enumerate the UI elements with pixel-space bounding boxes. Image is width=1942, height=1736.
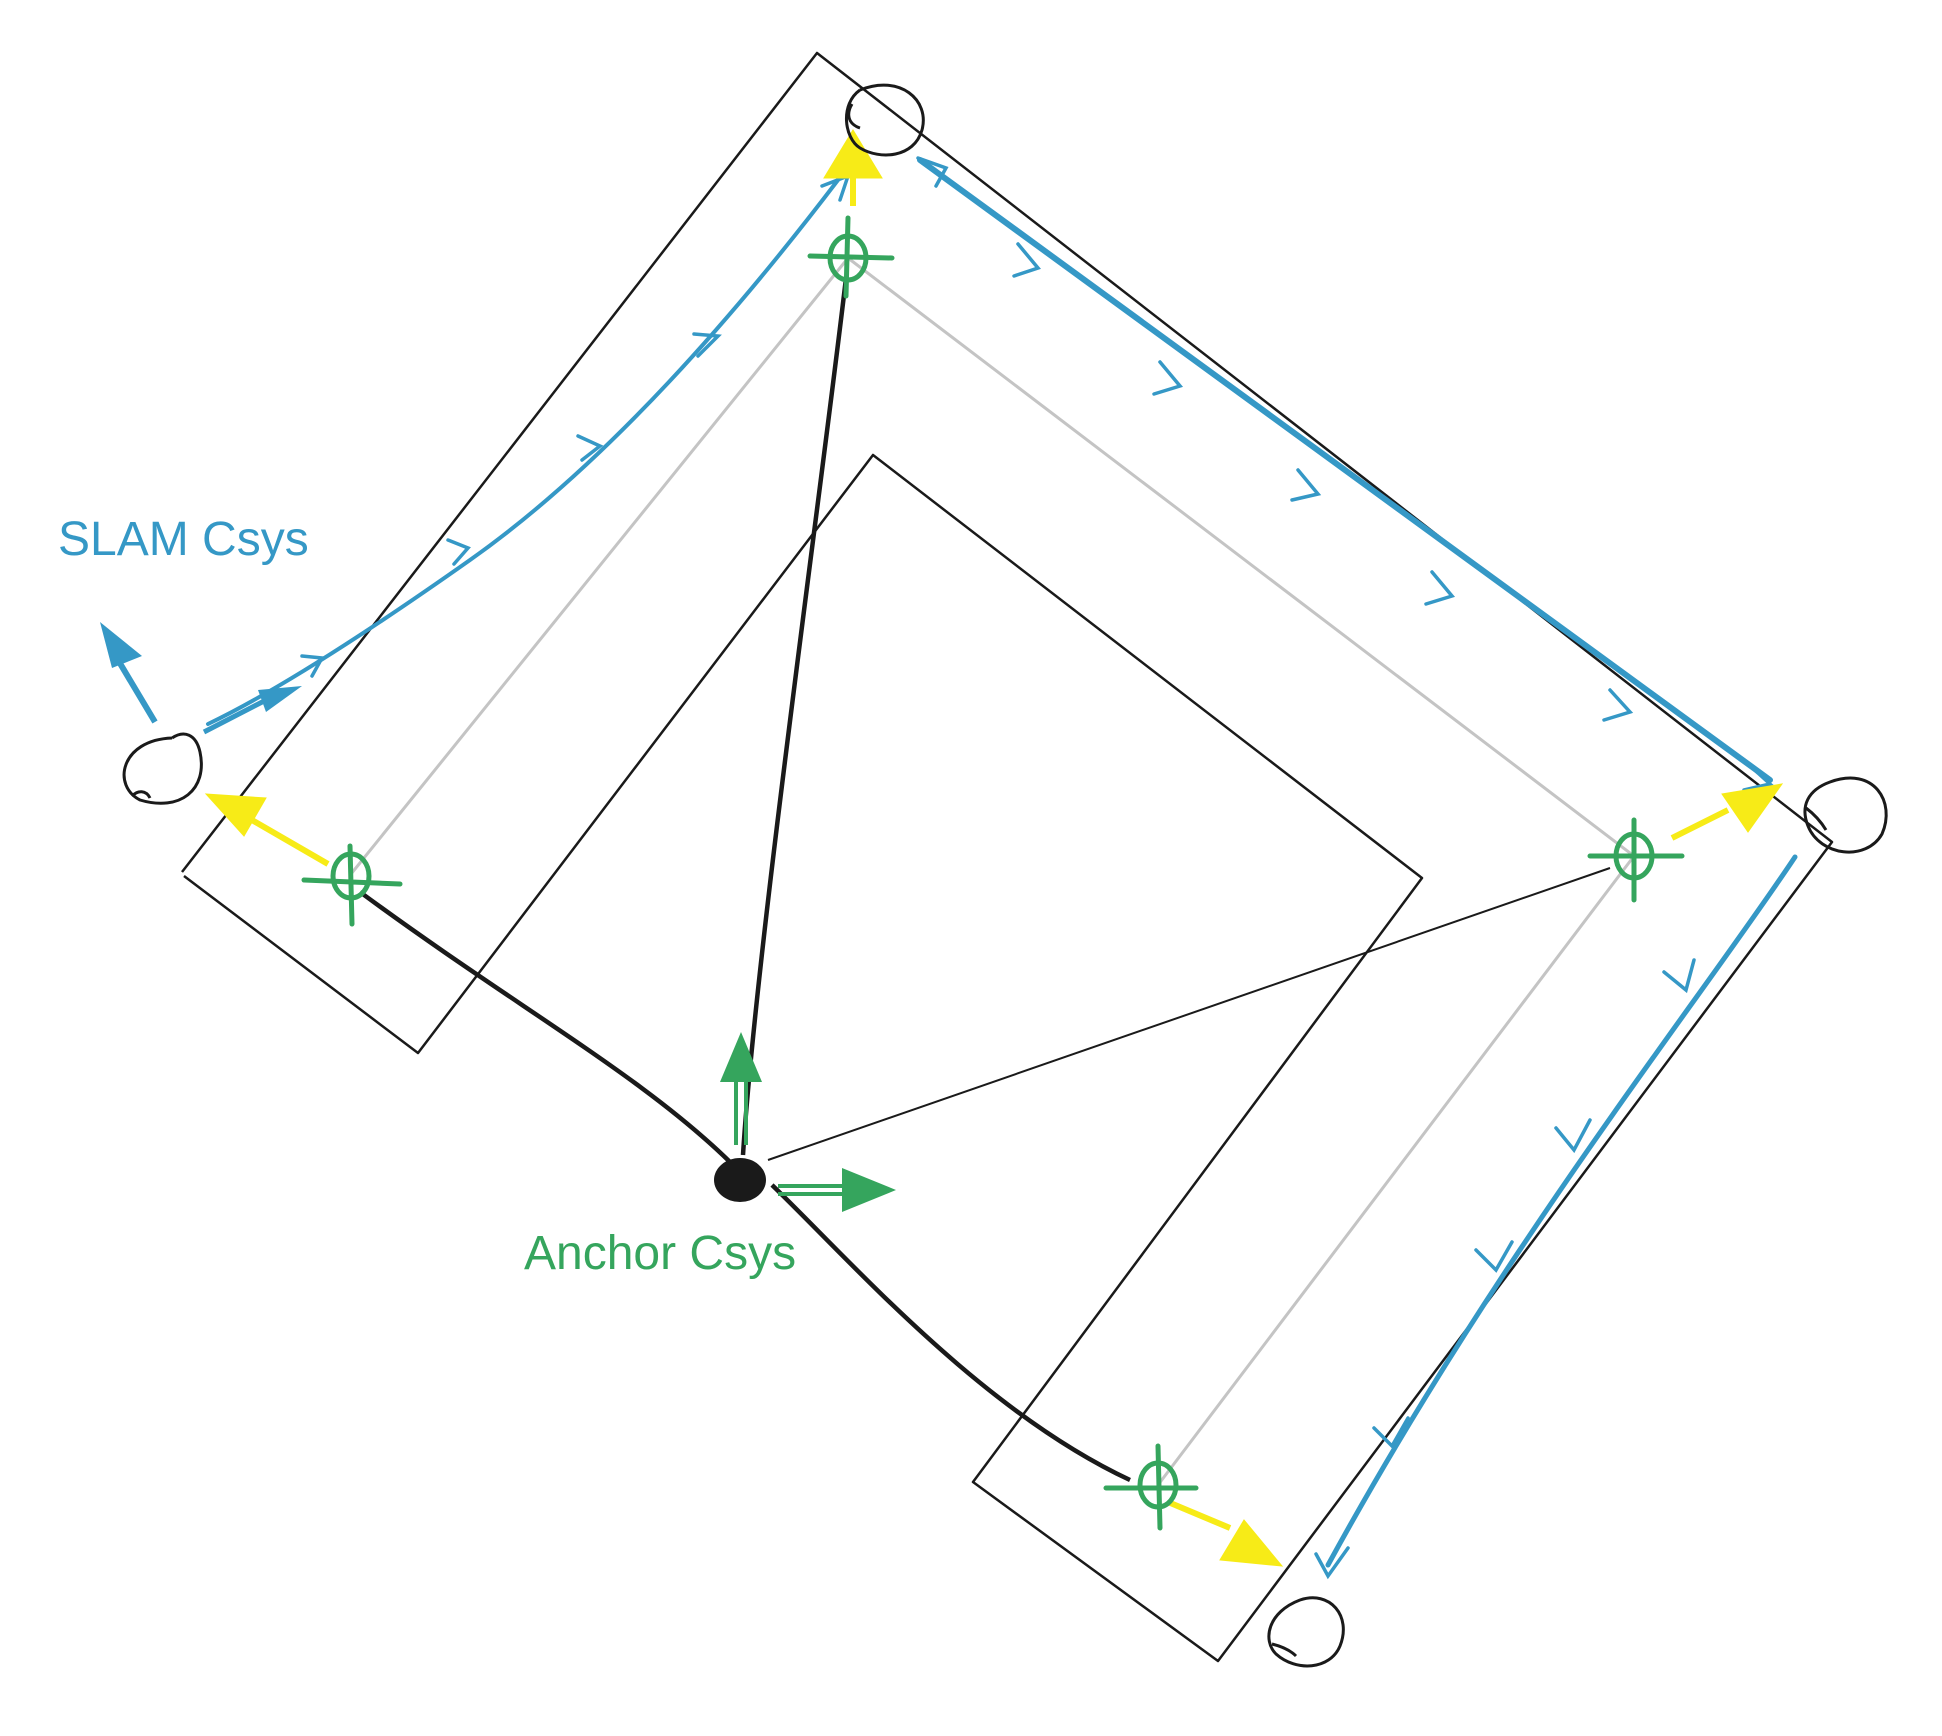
slam-csys-label: SLAM Csys (58, 513, 309, 566)
slam-x-axis (202, 695, 272, 735)
anchor-x-arrowhead (842, 1168, 896, 1212)
yellow-arrow-shaft (1670, 807, 1730, 841)
chevron (916, 156, 949, 188)
camera-icon (122, 732, 203, 805)
yellow-arrowhead (823, 129, 883, 179)
anchor-connections (358, 277, 1611, 1483)
slam-trajectory-segment-2 (917, 157, 1773, 783)
chevron (1372, 1416, 1410, 1449)
anchor-x-axis (778, 1184, 842, 1196)
anchor-y-axis (734, 1082, 748, 1145)
chevron (1152, 360, 1184, 396)
slam-trajectory-segment-3 (1325, 854, 1798, 1568)
chevron (1290, 468, 1322, 502)
slam-csys-arrows (100, 622, 302, 735)
chevron (1602, 688, 1634, 722)
crosshair-marker-icon (807, 215, 895, 299)
crosshair-marker-icon (1103, 1443, 1199, 1531)
slam-x-arrowhead (258, 686, 302, 712)
anchor-dot-icon (714, 1158, 766, 1202)
chevron (1424, 570, 1456, 606)
crosshair-marker-icon (301, 843, 403, 927)
chevron (1314, 1546, 1350, 1580)
slam-y-axis (115, 658, 158, 724)
trajectory-chevrons (300, 156, 1774, 1580)
slam-y-arrowhead (100, 622, 142, 668)
yellow-arrowhead (1721, 783, 1784, 833)
outer-frame (181, 51, 1834, 1663)
camera-icon (1803, 776, 1888, 854)
yellow-arrow-shaft (1166, 1499, 1232, 1531)
yellow-arrowhead (1219, 1519, 1284, 1567)
camera-icon (845, 83, 925, 157)
yellow-arrows (204, 129, 1784, 1567)
chevron (1554, 1118, 1592, 1154)
camera-icon (1267, 1596, 1345, 1668)
chevron (1662, 958, 1696, 994)
chevron (692, 332, 722, 358)
chevron (300, 654, 325, 678)
chevron (1012, 242, 1041, 278)
camera-poses (122, 83, 1888, 1668)
yellow-arrow-shaft (250, 817, 330, 867)
slam-trajectory-segment-1 (206, 178, 840, 726)
anchor-csys-label: Anchor Csys (524, 1227, 797, 1280)
chevron (576, 434, 604, 462)
slam-trajectory (206, 157, 1798, 1568)
chevron (1474, 1240, 1514, 1273)
markers (301, 215, 1685, 1531)
chevron (1742, 762, 1774, 792)
anchor-csys (714, 1032, 896, 1212)
marker-path-line (349, 255, 1637, 1486)
crosshair-marker-icon (1587, 817, 1685, 903)
yellow-arrowhead (204, 793, 267, 837)
anchor-y-arrowhead (720, 1032, 762, 1082)
chevron (446, 538, 471, 566)
